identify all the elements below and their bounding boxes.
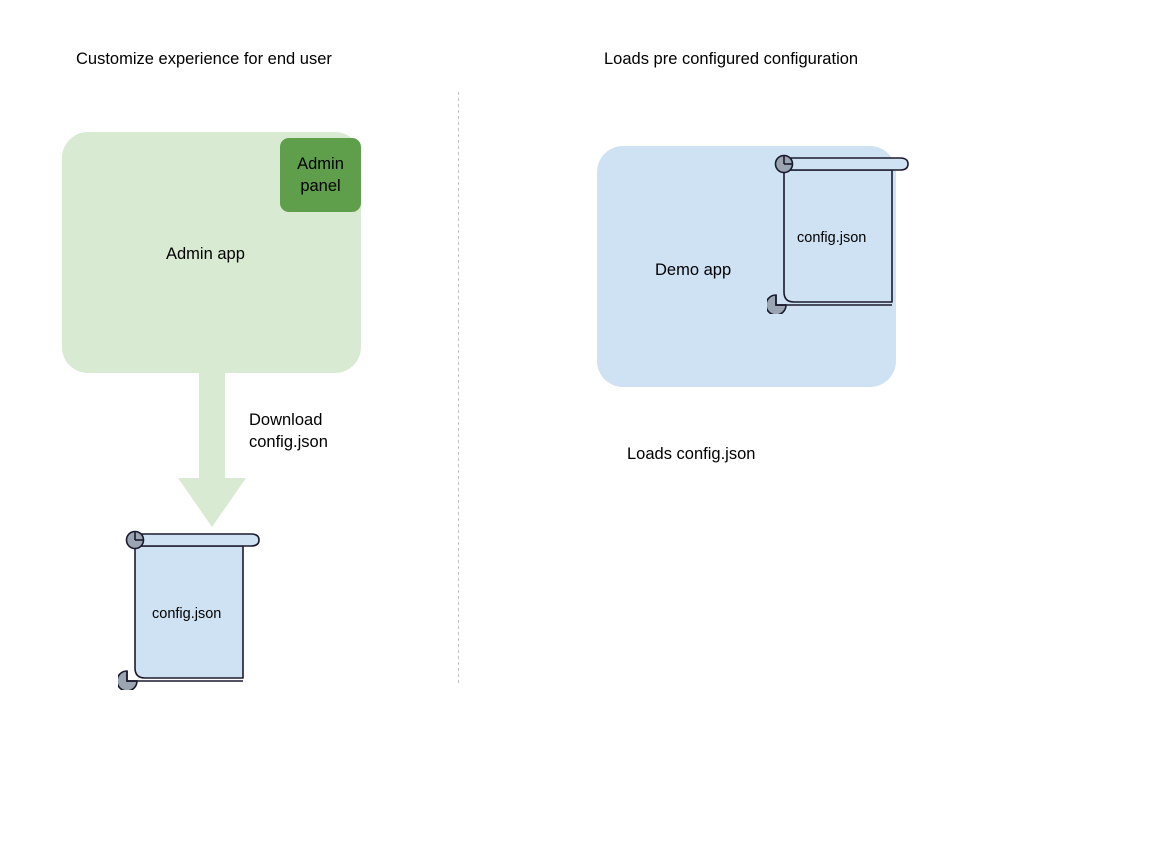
download-arrow-icon: [178, 370, 246, 527]
config-json-label-right: config.json: [797, 230, 867, 246]
admin-panel-badge[interactable]: Admin panel: [280, 138, 361, 212]
config-json-document-left: [118, 530, 260, 690]
config-json-label-left: config.json: [152, 606, 222, 622]
admin-app-label: Admin app: [166, 245, 245, 263]
column-divider: [458, 92, 459, 686]
right-column-caption: Loads pre configured configuration: [604, 50, 859, 68]
download-arrow-label-line1: Download: [249, 411, 323, 429]
download-arrow-label: Download config.json: [249, 409, 328, 453]
config-json-document-right: [767, 154, 909, 314]
loads-config-caption: Loads config.json: [627, 445, 756, 463]
left-column-caption: Customize experience for end user: [76, 50, 332, 68]
admin-panel-label: Admin panel: [297, 155, 344, 195]
download-arrow-label-line2: config.json: [249, 433, 328, 451]
demo-app-label: Demo app: [655, 261, 732, 279]
